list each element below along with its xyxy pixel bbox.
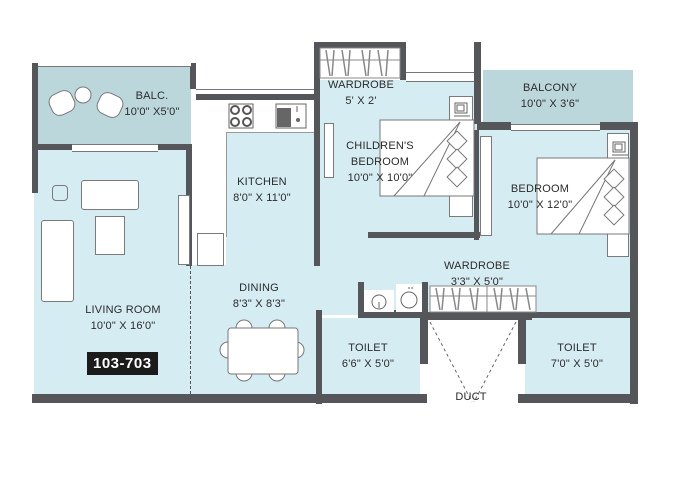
wall [314, 42, 320, 266]
lounge-chair-icon [96, 92, 124, 118]
wall [368, 232, 480, 238]
window [196, 89, 314, 94]
wall [477, 122, 511, 130]
window [72, 144, 158, 152]
room-label-bedroom: BEDROOM 10'0" X 12'0" [507, 183, 573, 211]
wardrobe-hangers-icon [319, 47, 401, 79]
room-label-duct: DUCT [455, 391, 487, 403]
wardrobe-door-icon [324, 123, 334, 178]
stove-icon [228, 103, 254, 129]
wall [600, 122, 638, 130]
unit-number-badge: 103-703 [87, 352, 158, 375]
room-label-kitchen: KITCHEN 8'0" X 11'0" [233, 176, 291, 204]
wall [358, 310, 428, 318]
room-label-balcony: BALCONY 10'0" X 3'6" [520, 82, 580, 110]
wardrobe-door-icon [480, 136, 492, 236]
sofa-two-seat-icon [81, 180, 139, 210]
window [406, 72, 474, 82]
wall [422, 282, 428, 318]
dining-table-icon [219, 319, 305, 382]
wall [358, 282, 364, 314]
wall [532, 312, 632, 318]
wall [420, 318, 428, 364]
wall [314, 42, 406, 48]
washbasin-icon [396, 284, 422, 312]
wall [158, 144, 192, 150]
wardrobe-hangers-icon [429, 285, 537, 313]
toilet1-area [322, 318, 420, 394]
wall [518, 318, 526, 364]
lounge-chair-icon [48, 90, 76, 116]
wall [32, 394, 427, 403]
tv-unit-icon [178, 195, 190, 265]
wall [316, 310, 322, 404]
room-label-toilet1: TOILET 6'6" X 5'0" [341, 342, 395, 370]
room-label-wardrobe1: WARDROBE 5' X 2' [328, 79, 394, 107]
wall [196, 92, 314, 100]
wall [32, 144, 72, 150]
wall [474, 42, 481, 124]
computer-monitor-icon [612, 141, 628, 156]
bed-icon [379, 119, 475, 197]
sink-icon [275, 103, 307, 129]
wall [516, 394, 638, 403]
wall [422, 312, 532, 320]
room-label-living: LIVING ROOM 10'0" X 16'0" [85, 304, 161, 332]
fridge-icon [197, 233, 224, 266]
washbasin-icon [364, 290, 394, 312]
balcony-area [483, 70, 633, 126]
toilet2-area [525, 318, 631, 394]
side-table-icon [74, 86, 92, 104]
duct-area [428, 320, 518, 404]
kitchen-counter-side [196, 132, 227, 237]
room-label-balc: BALC. 10'0" X5'0" [124, 90, 180, 118]
window [38, 63, 191, 67]
room-label-children-bedroom: CHILDREN'S BEDROOM 10'0" X 10'0" [346, 140, 414, 184]
pouf-icon [52, 185, 68, 201]
computer-monitor-icon [454, 102, 470, 117]
wall [190, 63, 196, 89]
wall [400, 42, 406, 80]
room-label-dining: DINING 8'3" X 8'3" [232, 282, 286, 310]
room-label-wardrobe2: WARDROBE 3'3" X 5'0" [444, 260, 510, 288]
sofa-three-seat-icon [41, 220, 74, 302]
wall [630, 122, 638, 404]
window [511, 124, 600, 131]
bed-icon [536, 157, 630, 235]
divider-dashed [190, 266, 191, 394]
wall [474, 130, 479, 240]
wall [32, 63, 38, 193]
coffee-table-icon [95, 216, 125, 255]
room-label-toilet2: TOILET 7'0" X 5'0" [550, 342, 604, 370]
